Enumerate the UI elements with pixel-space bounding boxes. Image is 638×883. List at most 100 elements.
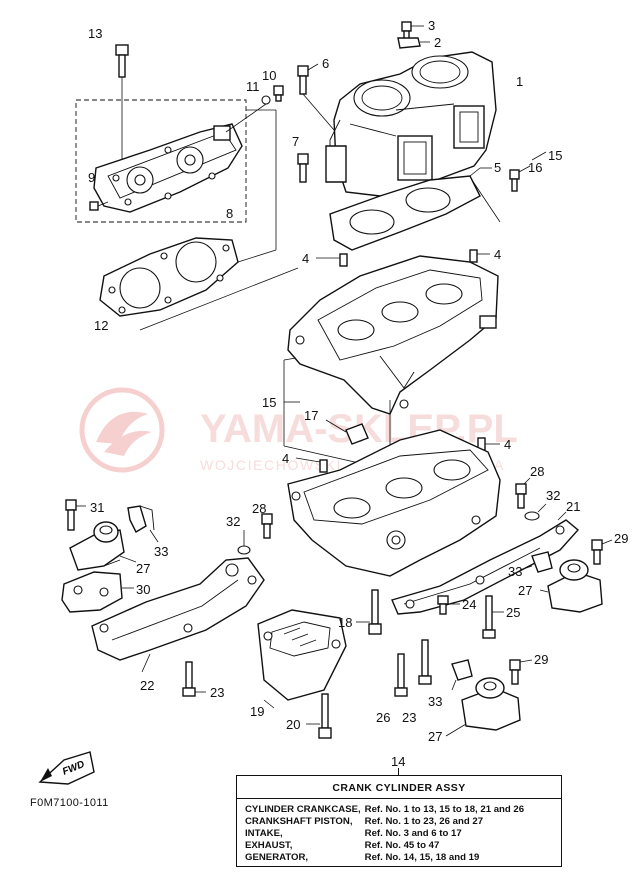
part-29-bolt-lower[interactable] — [509, 659, 521, 685]
part-30-bracket[interactable] — [61, 571, 123, 613]
assembly-row-name: CYLINDER CRANKCASE, — [245, 804, 361, 815]
callout-33c: 33 — [428, 694, 442, 709]
callout-20: 20 — [286, 717, 300, 732]
part-7-bolt[interactable] — [297, 153, 309, 183]
part-29-bolt-upper[interactable] — [591, 539, 603, 565]
callout-27c: 27 — [428, 729, 442, 744]
callout-4a: 4 — [302, 251, 309, 266]
assembly-legend-box: CRANK CYLINDER ASSY CYLINDER CRANKCASE, … — [236, 775, 562, 867]
table-row: EXHAUST, Ref. No. 45 to 47 — [245, 840, 528, 852]
callout-9: 9 — [88, 170, 95, 185]
table-row: CRANKSHAFT PISTON, Ref. No. 1 to 23, 26 … — [245, 816, 528, 828]
part-24-bolt[interactable] — [437, 595, 449, 615]
callout-22: 22 — [140, 678, 154, 693]
callout-24: 24 — [462, 597, 476, 612]
callout-12: 12 — [94, 318, 108, 333]
part-10-plug[interactable] — [273, 85, 284, 102]
callout-15b: 15 — [262, 395, 276, 410]
part-9-bolt[interactable] — [89, 201, 109, 211]
head-group-dashed-box — [75, 99, 247, 223]
part-22-mount-plate[interactable] — [91, 557, 265, 661]
assembly-row-name: CRANKSHAFT PISTON, — [245, 816, 353, 827]
part-23-bolt-left[interactable] — [182, 661, 196, 697]
part-1-cylinder[interactable] — [325, 51, 497, 197]
callout-13: 13 — [88, 26, 102, 41]
part-4-dowel-pin-mid[interactable] — [319, 459, 328, 473]
callout-23a: 23 — [210, 685, 224, 700]
callout-numbers: 1 2 3 4 4 4 4 5 6 7 8 9 10 11 12 13 15 1… — [88, 18, 628, 744]
part-33-stopper-right[interactable] — [531, 551, 553, 573]
assembly-row-refs: Ref. No. 1 to 23, 26 and 27 — [364, 816, 484, 827]
callout-4c: 4 — [282, 451, 289, 466]
assembly-row-name: INTAKE, — [245, 828, 283, 839]
part-32-washer-left[interactable] — [237, 545, 251, 555]
assembly-row-refs: Ref. No. 14, 15, 18 and 19 — [364, 852, 480, 863]
callout-28b: 28 — [530, 464, 544, 479]
part-27-engine-mount-left[interactable] — [69, 521, 125, 571]
part-11-washer[interactable] — [261, 95, 271, 105]
callout-2: 2 — [434, 35, 441, 50]
lower-crankcase[interactable] — [287, 429, 501, 577]
assembly-row-name: GENERATOR, — [245, 852, 309, 863]
part-26-bolt[interactable] — [394, 653, 408, 697]
upper-crankcase[interactable] — [287, 255, 499, 415]
assembly-divider — [237, 798, 561, 799]
part-16-bolt[interactable] — [509, 169, 520, 192]
assembly-row-refs: Ref. No. 45 to 47 — [364, 840, 440, 851]
part-31-bolt[interactable] — [65, 499, 77, 531]
assembly-row-refs: Ref. No. 3 and 6 to 17 — [364, 828, 462, 839]
part-20-bolt[interactable] — [318, 693, 332, 739]
callout-25: 25 — [506, 605, 520, 620]
fwd-arrow-icon: FWD — [38, 751, 95, 785]
table-row: GENERATOR, Ref. No. 14, 15, 18 and 19 — [245, 852, 528, 864]
callout-7: 7 — [292, 134, 299, 149]
part-19-cover[interactable] — [257, 609, 347, 701]
callout-16: 16 — [528, 160, 542, 175]
part-5-base-gasket[interactable] — [329, 175, 481, 251]
part-8-cylinder-head[interactable] — [93, 123, 243, 213]
callout-29b: 29 — [534, 652, 548, 667]
part-33-stopper-lower[interactable] — [451, 659, 473, 681]
part-13-bolt[interactable] — [115, 44, 129, 160]
part-2-bracket[interactable] — [397, 37, 421, 49]
callout-11: 11 — [246, 79, 260, 94]
callout-15a: 15 — [548, 148, 562, 163]
callout-1: 1 — [516, 74, 523, 89]
callout-26: 26 — [376, 710, 390, 725]
assembly-title: CRANK CYLINDER ASSY — [332, 782, 466, 794]
table-row: INTAKE, Ref. No. 3 and 6 to 17 — [245, 828, 528, 840]
callout-32a: 32 — [226, 514, 240, 529]
callout-4d: 4 — [504, 437, 511, 452]
assembly-row-refs: Ref. No. 1 to 13, 15 to 18, 21 and 26 — [364, 804, 525, 815]
callout-14: 14 — [391, 754, 406, 769]
callout-19: 19 — [250, 704, 264, 719]
part-32-washer-right[interactable] — [524, 511, 540, 521]
part-27-engine-mount-upper[interactable] — [547, 559, 603, 613]
callout-33b: 33 — [508, 564, 522, 579]
part-23-bolt-right[interactable] — [418, 639, 432, 685]
part-4-dowel-pin-left[interactable] — [339, 253, 348, 267]
callout-33a: 33 — [154, 544, 168, 559]
part-21-mount-plate[interactable] — [391, 519, 580, 615]
callout-27a: 27 — [136, 561, 150, 576]
callout-28a: 28 — [252, 501, 266, 516]
part-27-engine-mount-lower[interactable] — [461, 677, 521, 731]
part-28-bolt-left[interactable] — [261, 513, 273, 539]
part-18-bolt[interactable] — [368, 589, 382, 635]
part-17-sleeve[interactable] — [345, 423, 369, 445]
callout-32b: 32 — [546, 488, 560, 503]
assembly-row-name: EXHAUST, — [245, 840, 293, 851]
cylinder-head-group — [75, 44, 284, 223]
callout-18: 18 — [338, 615, 352, 630]
callout-17: 17 — [304, 408, 318, 423]
part-28-bolt-right[interactable] — [515, 483, 527, 509]
part-12-head-gasket[interactable] — [99, 237, 239, 317]
part-25-bolt[interactable] — [482, 595, 496, 639]
figure-code: F0M7100-1011 — [30, 797, 109, 809]
part-33-stopper-left[interactable] — [127, 505, 155, 533]
callout-23b: 23 — [402, 710, 416, 725]
callout-4b: 4 — [494, 247, 501, 262]
part-6-bolt[interactable] — [297, 65, 309, 95]
part-4-dowel-pin-right[interactable] — [469, 249, 478, 263]
